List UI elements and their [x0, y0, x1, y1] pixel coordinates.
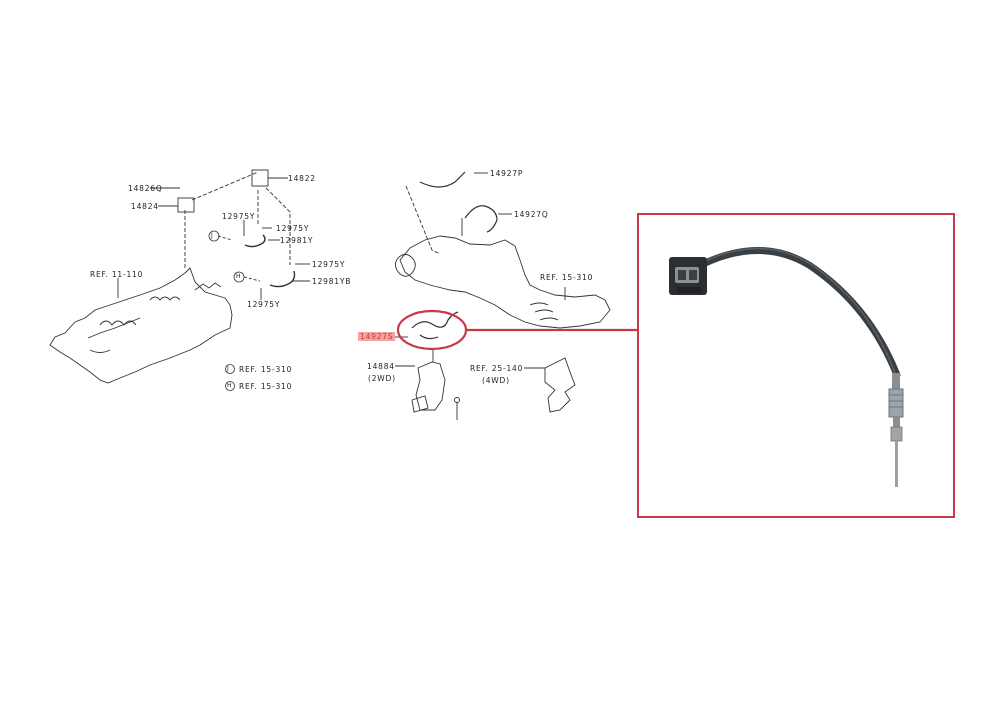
sensor-photo-panel — [637, 213, 955, 518]
part-label-14826q: 14826Q — [128, 184, 163, 193]
ref-note-4wd: (4WD) — [482, 376, 510, 385]
legend-ref-h: REF. 15-310 — [239, 382, 293, 391]
exhaust-outline — [399, 235, 611, 329]
part-label-12981y: 12981Y — [280, 236, 314, 245]
part-label-12981yb: 12981YB — [312, 277, 352, 286]
ref-label-exhaust: REF. 15-310 — [540, 273, 594, 282]
legend-callout-j: J — [227, 365, 230, 372]
part-label-12975y: 12975Y — [276, 224, 310, 233]
part-label-14927s-highlighted: 14927S — [358, 332, 396, 341]
callout-h: H — [236, 273, 242, 280]
part-label-14927q: 14927Q — [514, 210, 549, 219]
ref-label-bracket: REF. 25-140 — [470, 364, 524, 373]
part-label-14884: 14884 — [367, 362, 395, 371]
part-label-12975y: 12975Y — [247, 300, 281, 309]
ref-label-engine: REF. 11-110 — [90, 270, 144, 279]
part-label-12975y: 12975Y — [222, 212, 256, 221]
callout-j: J — [211, 232, 214, 239]
engine-cover-outline — [49, 267, 233, 384]
legend-callout-h: H — [227, 382, 233, 389]
part-label-14927p: 14927P — [490, 169, 524, 178]
part-note-2wd: (2WD) — [368, 374, 396, 383]
part-label-14822: 14822 — [288, 174, 316, 183]
part-label-14824: 14824 — [131, 202, 159, 211]
temperature-sensor-image — [669, 247, 904, 487]
legend-ref-j: REF. 15-310 — [239, 365, 293, 374]
part-label-12975y: 12975Y — [312, 260, 346, 269]
